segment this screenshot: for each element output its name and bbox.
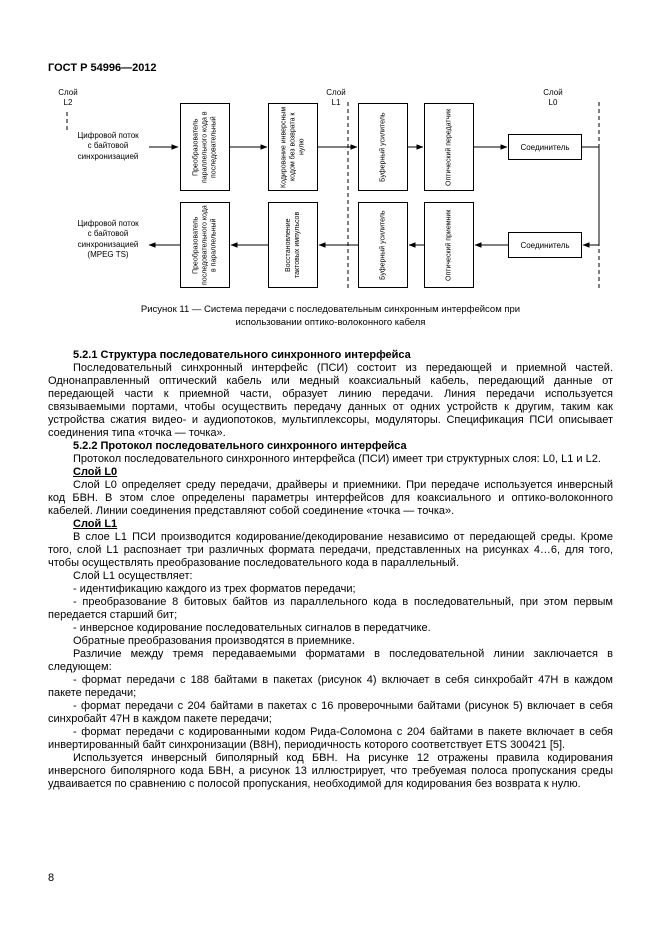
paragraph-layer-l1-coding: В слое L1 ПСИ производится кодирование/д… [48, 531, 613, 569]
block-clock-recovery: Восстановление тактовых импульсов [268, 202, 318, 288]
output-stream-label: Цифровой поток с байтовой синхронизацией… [77, 219, 139, 260]
block-serial-to-parallel-converter: Преобразователь последовательного кода в… [180, 202, 230, 288]
list-item-conversion: - преобразование 8 битовых байтов из пар… [48, 596, 613, 621]
subheading-layer-l0: Слой L0 [73, 466, 118, 478]
layer-label-l2: Слой L2 [58, 88, 78, 107]
block-optical-transmitter: Оптический передатчик [424, 103, 474, 191]
paragraph-reverse-transforms: Обратные преобразования производятся в п… [73, 635, 355, 647]
paragraph-format-differences: Различие между тремя передаваемыми форма… [48, 648, 613, 673]
connector-tx: Соединитель [508, 134, 582, 160]
input-stream-label: Цифровой поток с байтовой синхронизацией [77, 131, 139, 161]
paragraph-layer-l0: Слой L0 определяет среду передачи, драйв… [48, 479, 613, 517]
subheading-layer-l1: Слой L1 [73, 518, 118, 530]
figure-caption: Рисунок 11 — Система передачи с последов… [140, 304, 521, 328]
block-optical-receiver: Оптический приемник [424, 202, 474, 288]
paragraph-psi-structure: Последовательный синхронный интерфейс (П… [48, 362, 613, 439]
paragraph-protocol-layers: Протокол последовательного синхронного и… [73, 453, 601, 465]
list-item-identification: - идентификацию каждого из трех форматов… [73, 583, 356, 595]
list-item-format-204: - формат передачи с 204 байтами в пакета… [48, 700, 613, 725]
figure-11-diagram: Слой L2 Слой L1 Слой L0 Цифровой поток с… [48, 88, 613, 293]
layer-label-l0: Слой L0 [543, 88, 563, 107]
paragraph-bvn-code: Используется инверсный биполярный код БВ… [48, 752, 613, 790]
page-number: 8 [48, 872, 55, 884]
diagram-lines [66, 102, 600, 290]
block-parallel-to-serial-converter: Преобразователь параллельного кода в пос… [180, 103, 230, 191]
list-item-inverse-coding: - инверсное кодирование последовательных… [73, 622, 431, 634]
document-body: 5.2.1 Структура последовательного синхро… [48, 349, 613, 791]
block-buffer-amplifier-rx: Буферный усилитель [358, 202, 408, 288]
list-item-format-188: - формат передачи с 188 байтами в пакета… [48, 674, 613, 699]
heading-5-2-1: 5.2.1 Структура последовательного синхро… [73, 349, 411, 361]
layer-label-l1: Слой L1 [326, 88, 346, 107]
list-item-format-reed-solomon: - формат передачи с кодированными кодом … [48, 726, 613, 751]
block-buffer-amplifier-tx: Буферный усилитель [358, 103, 408, 191]
connector-rx: Соединитель [508, 232, 582, 258]
block-nrz-inverse-encoder: Кодирование инверсным кодом без возврата… [268, 103, 318, 191]
document-header: ГОСТ Р 54996—2012 [48, 62, 157, 74]
paragraph-layer-l1-performs: Слой L1 осуществляет: [73, 570, 193, 582]
heading-5-2-2: 5.2.2 Протокол последовательного синхрон… [73, 440, 407, 452]
